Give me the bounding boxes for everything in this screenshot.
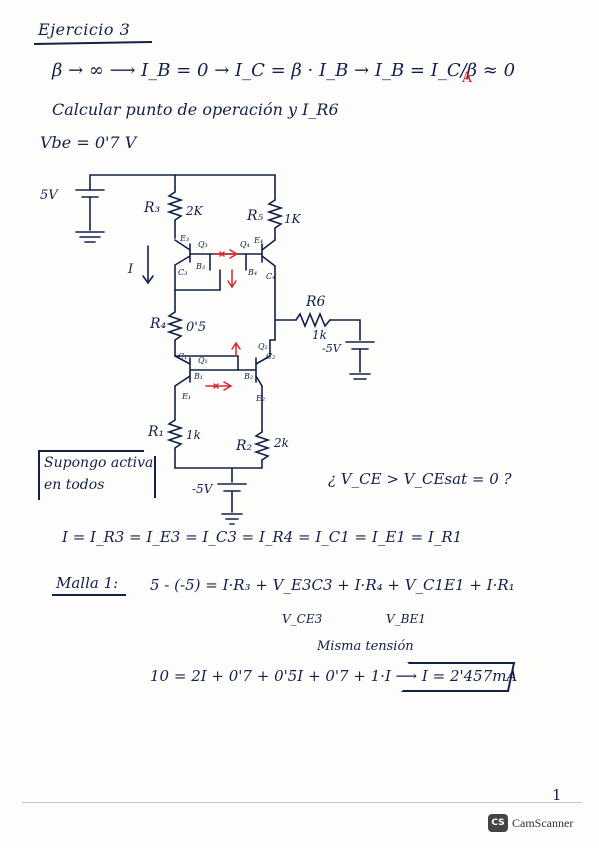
r1-label: R₁ bbox=[148, 424, 165, 440]
camscanner-watermark: CS CamScanner bbox=[488, 814, 573, 832]
r3-value: 2K bbox=[186, 204, 203, 218]
supply-negative-bottom-label: -5V bbox=[192, 482, 213, 496]
vbe1-note: V_BE1 bbox=[386, 612, 426, 626]
same-voltage-note: Misma tensión bbox=[317, 639, 414, 654]
b1-label: B₁ bbox=[194, 372, 204, 381]
camscanner-logo-icon: CS bbox=[488, 814, 508, 832]
supply-positive-label: 5V bbox=[40, 188, 58, 203]
vce-condition: ¿ V_CE > V_CEsat = 0 ? bbox=[328, 470, 512, 488]
r6-label: R6 bbox=[306, 294, 326, 310]
final-equation: 10 = 2I + 0'7 + 0'5I + 0'7 + 1·I ⟶ I = 2… bbox=[150, 667, 518, 685]
r2-label: R₂ bbox=[236, 438, 253, 454]
page-number: 1 bbox=[552, 786, 562, 804]
result-box bbox=[400, 662, 516, 692]
c1-label: C₁ bbox=[178, 352, 188, 361]
r5-label: R₅ bbox=[247, 208, 264, 224]
red-mark: A bbox=[462, 70, 473, 86]
assumption-bracket bbox=[38, 450, 144, 500]
e2-label: E₂ bbox=[256, 394, 266, 403]
page-bottom-edge bbox=[22, 802, 582, 803]
q2-label: Q₂ bbox=[258, 342, 268, 351]
r3-label: R₃ bbox=[144, 200, 161, 216]
current-label: I bbox=[128, 262, 134, 277]
c3-label: C₃ bbox=[178, 268, 188, 277]
q4-label: Q₄ bbox=[240, 240, 250, 249]
b2-label: B₂ bbox=[244, 372, 254, 381]
e3-label: E₃ bbox=[180, 234, 190, 243]
r2-value: 2k bbox=[274, 436, 289, 450]
b3-label: B₃ bbox=[196, 262, 206, 271]
assumption-note: Supongo activa en todos bbox=[44, 455, 154, 493]
c4-label: C₄ bbox=[266, 272, 276, 281]
camscanner-name: CamScanner bbox=[512, 815, 574, 830]
e4-label: E₄ bbox=[254, 236, 264, 245]
supply-negative-right-label: -5V bbox=[322, 342, 341, 355]
r6-value: 1k bbox=[312, 328, 327, 342]
c2-label: C₂ bbox=[266, 352, 276, 361]
q1-label: Q₁ bbox=[198, 356, 208, 365]
mesh-label-underline bbox=[52, 594, 126, 596]
assumption-bracket-right bbox=[146, 456, 156, 498]
q3-label: Q₃ bbox=[198, 240, 208, 249]
r4-label: R₄ bbox=[150, 316, 167, 332]
current-equality: I = I_R3 = I_E3 = I_C3 = I_R4 = I_C1 = I… bbox=[62, 528, 463, 546]
r1-value: 1k bbox=[186, 428, 201, 442]
mesh-equation: 5 - (-5) = I·R₃ + V_E3C3 + I·R₄ + V_C1E1… bbox=[150, 576, 515, 594]
vce3-note: V_CE3 bbox=[282, 612, 323, 626]
r4-value: 0'5 bbox=[186, 320, 207, 335]
r5-value: 1K bbox=[284, 212, 301, 226]
beta-infinity-statement: β → ∞ ⟶ I_B = 0 → I_C = β · I_B → I_B = … bbox=[52, 60, 516, 81]
vbe-value: Vbe = 0'7 V bbox=[40, 133, 137, 152]
mesh-label: Malla 1: bbox=[56, 574, 119, 592]
b4-label: B₄ bbox=[248, 268, 258, 277]
task-statement: Calcular punto de operación y I_R6 bbox=[52, 100, 339, 119]
e1-label: E₁ bbox=[182, 392, 192, 401]
exercise-title: Ejercicio 3 bbox=[38, 20, 131, 39]
